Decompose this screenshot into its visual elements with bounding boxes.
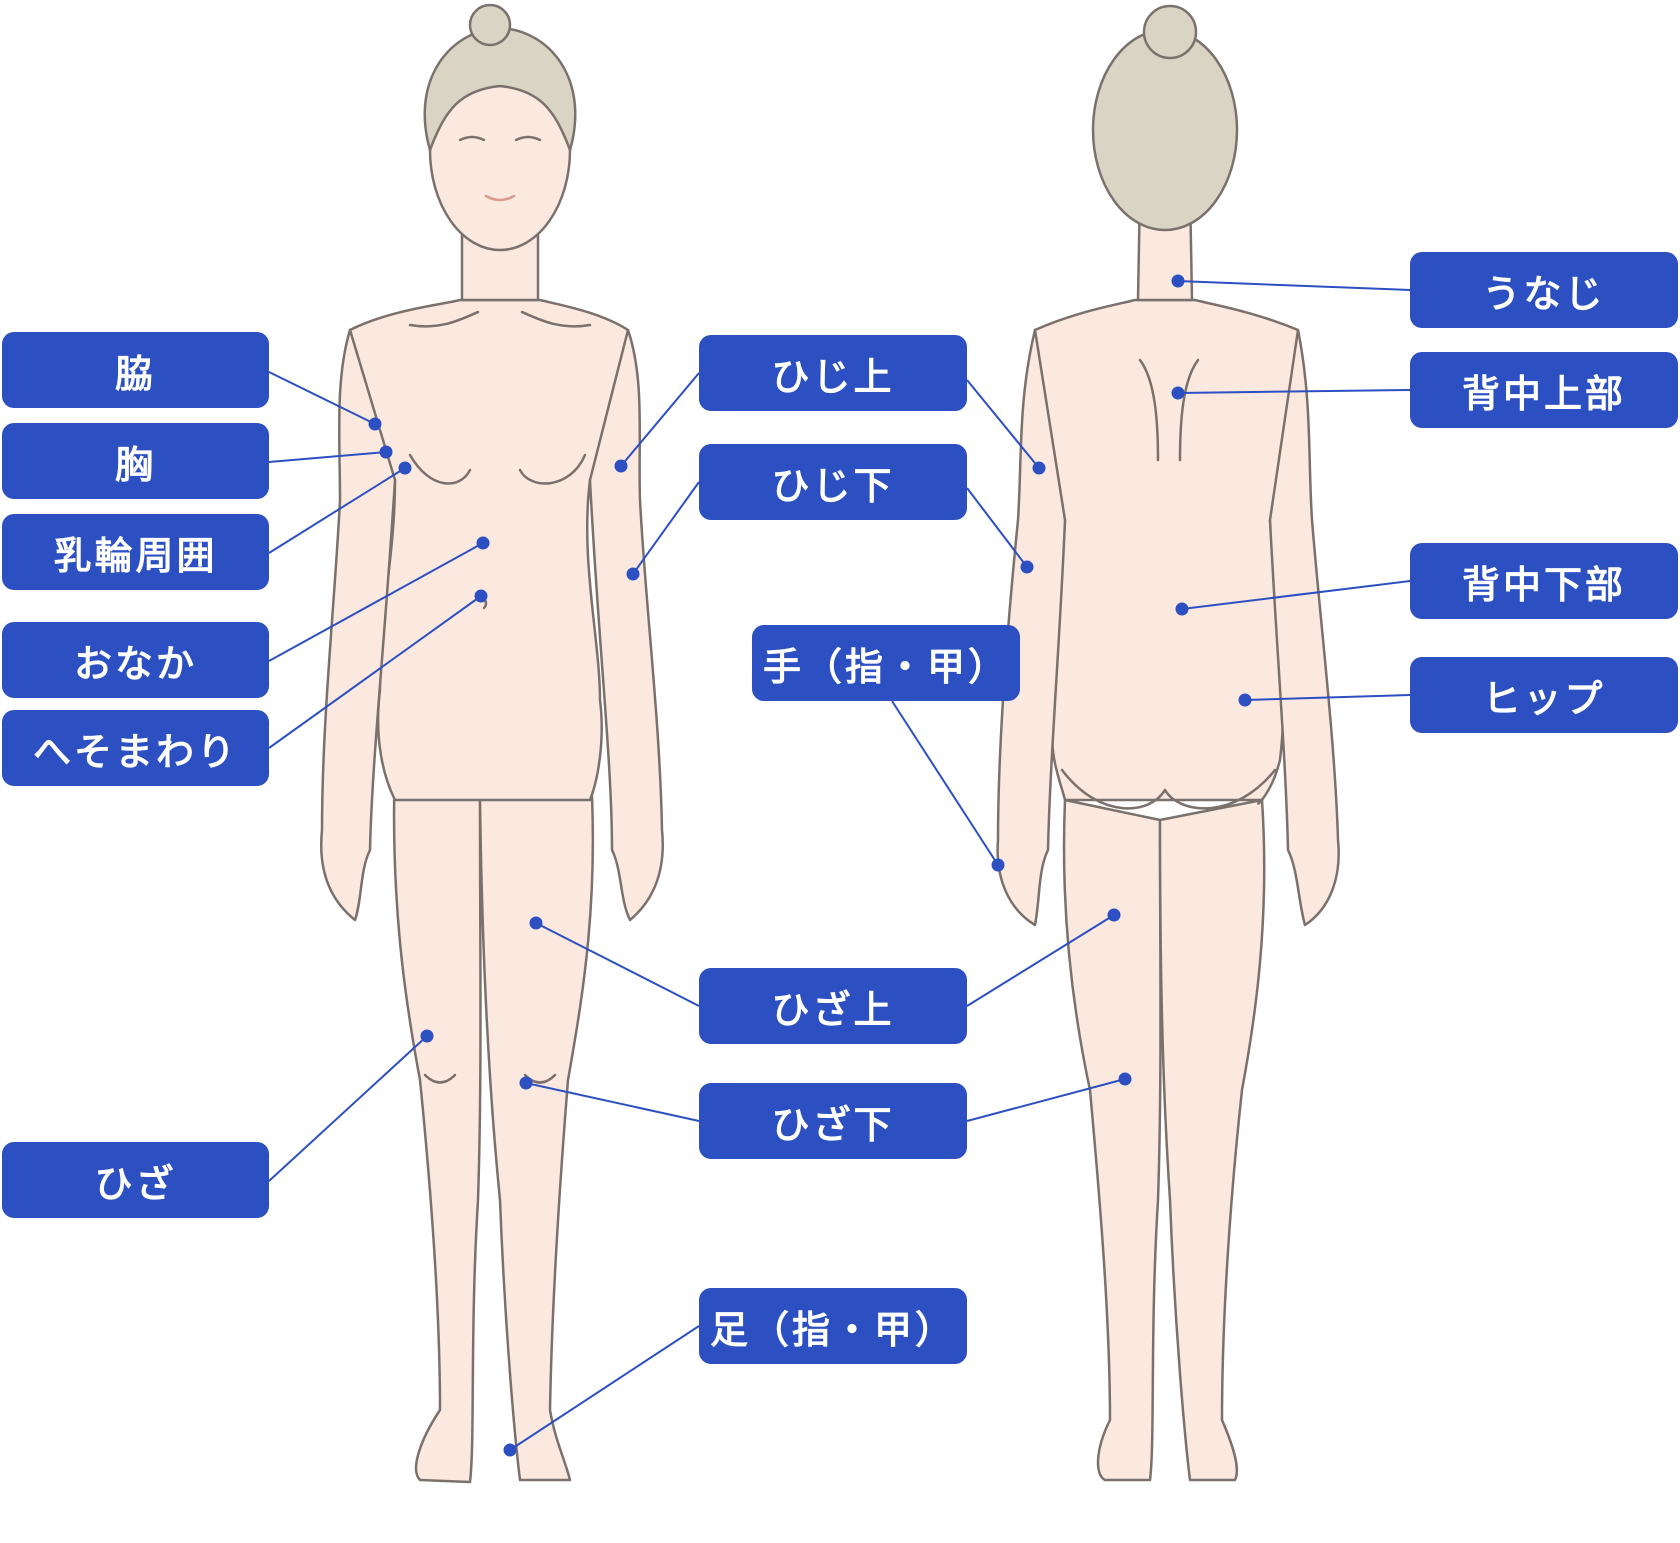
label-hiza-shita[interactable]: ひざ下	[699, 1083, 967, 1159]
label-senaka-jobu[interactable]: 背中上部	[1410, 352, 1678, 428]
label-mune[interactable]: 胸	[2, 423, 269, 499]
label-onaka[interactable]: おなか	[2, 622, 269, 698]
label-ashi[interactable]: 足（指・甲）	[699, 1288, 967, 1364]
label-nyurin-shui[interactable]: 乳輪周囲	[2, 514, 269, 590]
label-hip[interactable]: ヒップ	[1410, 657, 1678, 733]
label-hiza-ue[interactable]: ひざ上	[699, 968, 967, 1044]
label-hiji-shita[interactable]: ひじ下	[699, 444, 967, 520]
label-hiji-ue[interactable]: ひじ上	[699, 335, 967, 411]
label-te[interactable]: 手（指・甲）	[752, 625, 1020, 701]
label-hiza[interactable]: ひざ	[2, 1142, 269, 1218]
label-senaka-kabu[interactable]: 背中下部	[1410, 543, 1678, 619]
label-hesomawari[interactable]: へそまわり	[2, 710, 269, 786]
label-unaji[interactable]: うなじ	[1410, 252, 1678, 328]
back-body-figure	[996, 4, 1340, 1482]
label-waki[interactable]: 脇	[2, 332, 269, 408]
front-body-figure	[320, 3, 664, 1484]
